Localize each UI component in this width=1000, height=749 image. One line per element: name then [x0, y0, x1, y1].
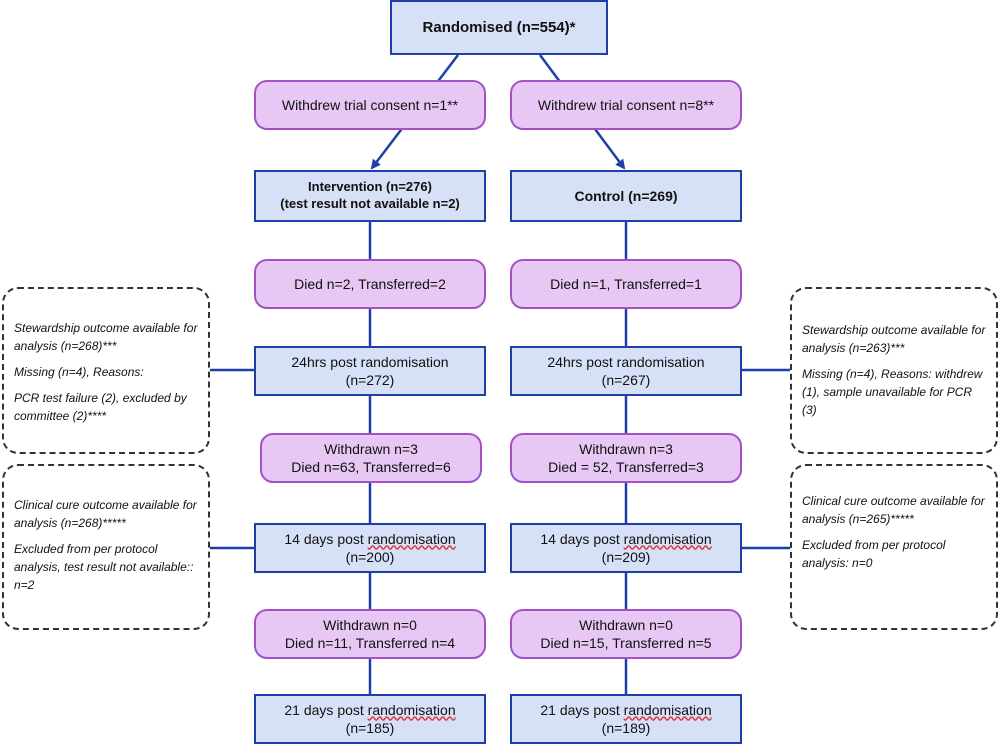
- intervention-14d-box: 14 days post randomisation (n=200): [254, 523, 486, 573]
- left-stewardship-note: Stewardship outcome available for analys…: [2, 287, 210, 454]
- control-24h-count: (n=267): [601, 372, 651, 388]
- intervention-24h-box: 24hrs post randomisation (n=272): [254, 346, 486, 396]
- right-stewardship-p2: Missing (n=4), Reasons: withdrew (1), sa…: [802, 367, 983, 417]
- control-withdrawn-14d-b: Died n=15, Transferred n=5: [540, 635, 712, 651]
- intervention-21d-count: (n=185): [345, 720, 395, 736]
- intervention-title: Intervention (n=276): [308, 179, 432, 195]
- intervention-subtitle: (test result not available n=2): [280, 196, 460, 211]
- control-died-box: Died n=1, Transferred=1: [510, 259, 742, 309]
- control-14d-box: 14 days post randomisation (n=209): [510, 523, 742, 573]
- withdrew-right-box: Withdrew trial consent n=8**: [510, 80, 742, 130]
- control-withdrawn-24h-box: Withdrawn n=3 Died = 52, Transferred=3: [510, 433, 742, 483]
- intervention-died-box: Died n=2, Transferred=2: [254, 259, 486, 309]
- control-withdrawn-24h-b: Died = 52, Transferred=3: [548, 459, 704, 475]
- intervention-withdrawn-24h-box: Withdrawn n=3 Died n=63, Transferred=6: [260, 433, 482, 483]
- control-21d-label: 21 days post randomisation: [540, 701, 712, 718]
- intervention-14d-label: 14 days post randomisation: [284, 530, 456, 547]
- intervention-21d-label: 21 days post randomisation: [284, 701, 456, 718]
- left-clinical-p1: Clinical cure outcome available for anal…: [14, 498, 197, 530]
- intervention-died-label: Died n=2, Transferred=2: [294, 275, 446, 292]
- intervention-withdrawn-24h-a: Withdrawn n=3: [324, 440, 418, 457]
- intervention-withdrawn-24h-b: Died n=63, Transferred=6: [291, 459, 451, 475]
- withdrew-right-label: Withdrew trial consent n=8**: [537, 96, 715, 113]
- left-clinical-note: Clinical cure outcome available for anal…: [2, 464, 210, 630]
- intervention-14d-count: (n=200): [345, 549, 395, 565]
- right-clinical-p2: Excluded from per protocol analysis: n=0: [802, 538, 946, 570]
- control-died-label: Died n=1, Transferred=1: [550, 275, 702, 292]
- control-14d-count: (n=209): [601, 549, 651, 565]
- right-stewardship-p1: Stewardship outcome available for analys…: [802, 323, 986, 355]
- control-withdrawn-14d-a: Withdrawn n=0: [579, 616, 673, 633]
- control-box: Control (n=269): [510, 170, 742, 222]
- left-stewardship-p1: Stewardship outcome available for analys…: [14, 321, 198, 353]
- control-21d-count: (n=189): [601, 720, 651, 736]
- intervention-24h-label: 24hrs post randomisation: [291, 353, 449, 370]
- control-title: Control (n=269): [574, 187, 678, 204]
- control-21d-box: 21 days post randomisation (n=189): [510, 694, 742, 744]
- intervention-withdrawn-14d-b: Died n=11, Transferred n=4: [284, 635, 456, 651]
- left-clinical-p2: Excluded from per protocol analysis, tes…: [14, 542, 194, 592]
- intervention-withdrawn-14d-a: Withdrawn n=0: [323, 616, 417, 633]
- left-stewardship-p2: Missing (n=4), Reasons:: [14, 365, 144, 379]
- randomised-box: Randomised (n=554)*: [390, 0, 608, 55]
- withdrew-left-box: Withdrew trial consent n=1**: [254, 80, 486, 130]
- intervention-box: Intervention (n=276) (test result not av…: [254, 170, 486, 222]
- intervention-24h-count: (n=272): [345, 372, 395, 388]
- control-withdrawn-14d-box: Withdrawn n=0 Died n=15, Transferred n=5: [510, 609, 742, 659]
- intervention-withdrawn-14d-box: Withdrawn n=0 Died n=11, Transferred n=4: [254, 609, 486, 659]
- control-24h-label: 24hrs post randomisation: [547, 353, 705, 370]
- control-14d-label: 14 days post randomisation: [540, 530, 712, 547]
- randomised-label: Randomised (n=554)*: [422, 18, 576, 36]
- intervention-21d-box: 21 days post randomisation (n=185): [254, 694, 486, 744]
- right-clinical-note: Clinical cure outcome available for anal…: [790, 464, 998, 630]
- left-stewardship-p3: PCR test failure (2), excluded by commit…: [14, 391, 187, 423]
- withdrew-left-label: Withdrew trial consent n=1**: [281, 96, 459, 113]
- control-24h-box: 24hrs post randomisation (n=267): [510, 346, 742, 396]
- right-stewardship-note: Stewardship outcome available for analys…: [790, 287, 998, 454]
- right-clinical-p1: Clinical cure outcome available for anal…: [802, 494, 985, 526]
- control-withdrawn-24h-a: Withdrawn n=3: [579, 440, 673, 457]
